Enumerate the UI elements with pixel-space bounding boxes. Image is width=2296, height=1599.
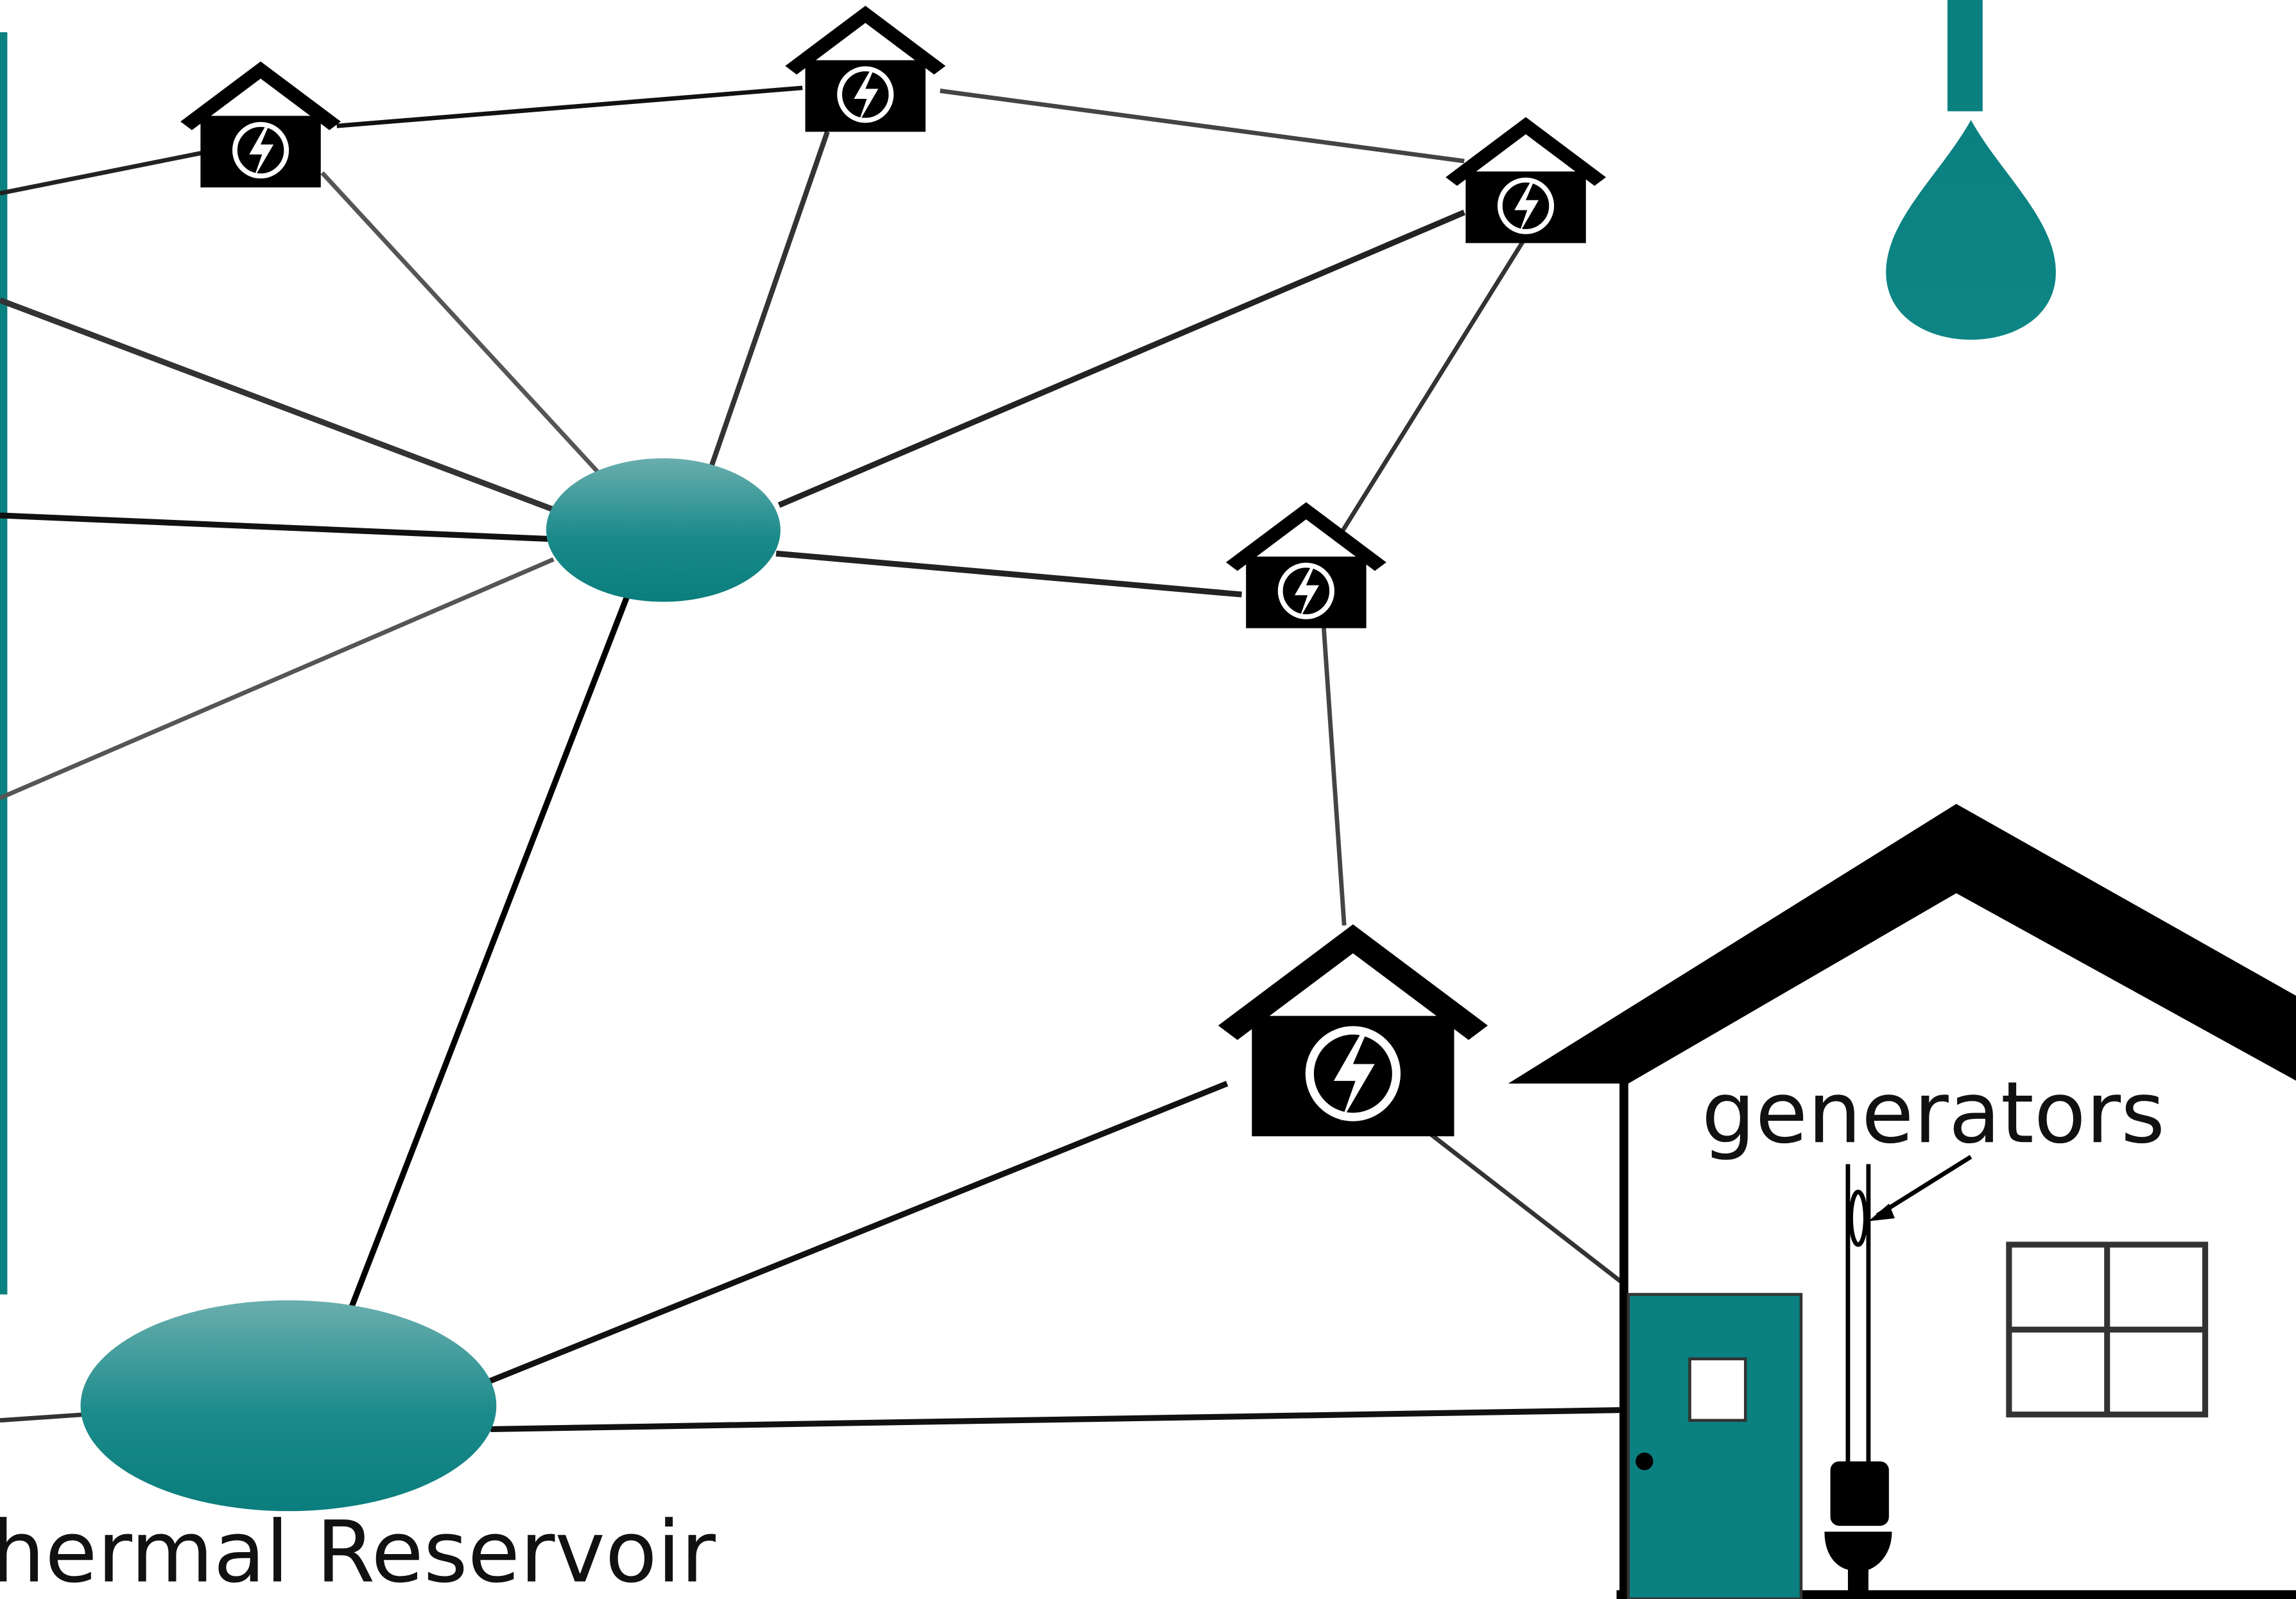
generators-label: generators (1702, 1064, 2165, 1163)
thermal-reservoir-node (80, 1300, 497, 1512)
door-icon (1627, 1293, 1803, 1599)
left-panel-edge (0, 32, 8, 1295)
generators-pointer-arrow (1868, 1155, 1972, 1222)
house-lightning-icon (180, 62, 341, 187)
house-lightning-icon (1226, 502, 1386, 628)
big-house: generators (1508, 804, 2296, 1599)
toilet-icon (1824, 1164, 1892, 1593)
window-icon (2006, 1241, 2209, 1418)
house-lightning-icon (785, 6, 945, 132)
house-lightning-icon (1218, 924, 1488, 1136)
water-drop-icon (1886, 0, 2056, 340)
house-lightning-icon (1446, 117, 1606, 243)
thermal-reservoir-label: hermal Reservoir (0, 1503, 716, 1599)
connections (0, 85, 1624, 1432)
hub-node (546, 458, 781, 602)
